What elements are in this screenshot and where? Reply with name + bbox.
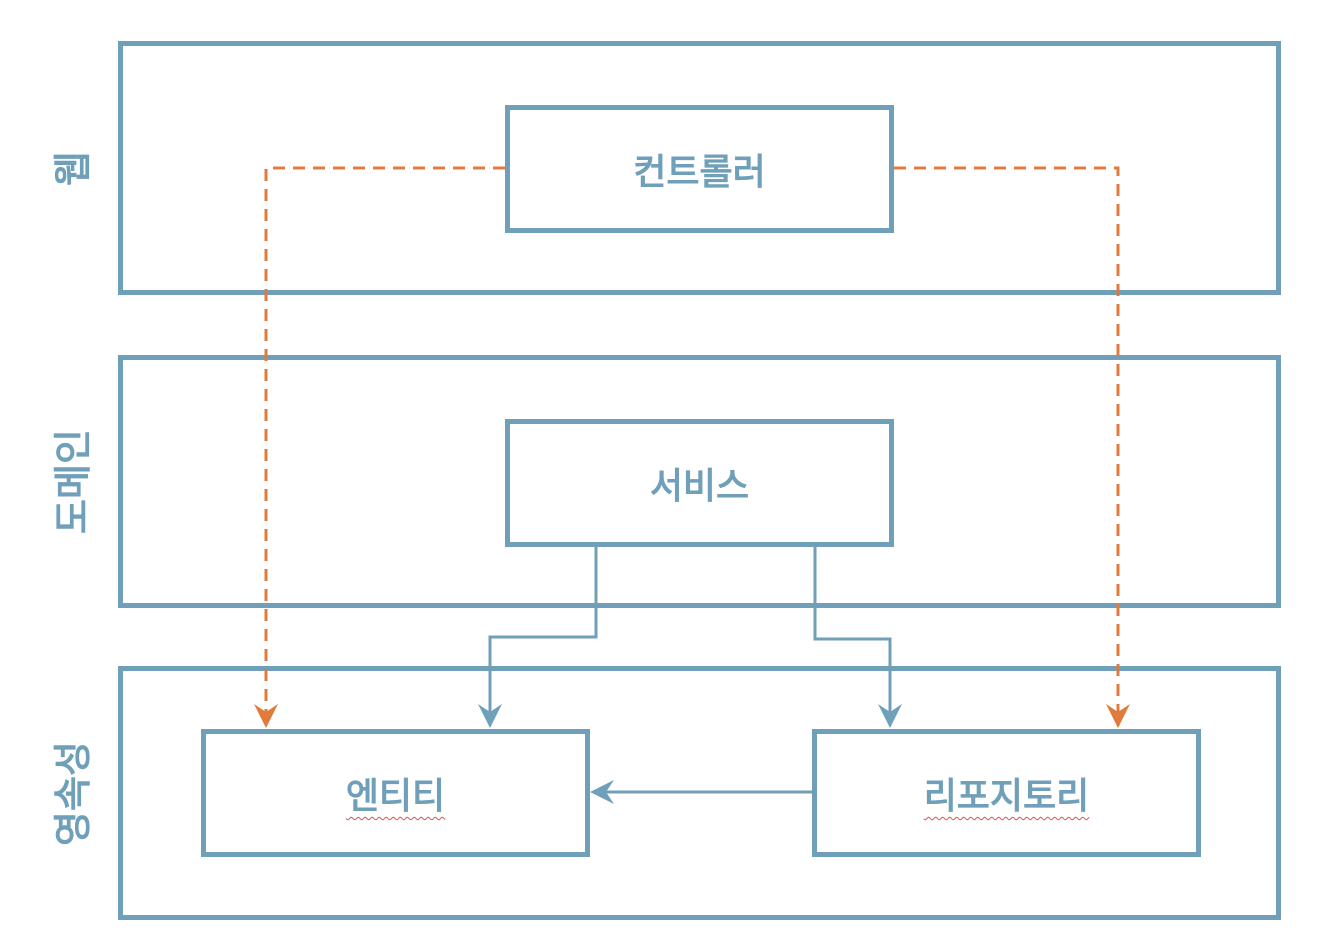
layer-persistence-label-container: 영속성 — [20, 666, 118, 920]
controller-label: 컨트롤러 — [633, 152, 766, 193]
repository-node: 리포지토리 — [812, 729, 1201, 857]
controller-node: 컨트롤러 — [505, 105, 894, 233]
layer-persistence-box — [118, 666, 1281, 920]
layer-domain-box — [118, 355, 1281, 608]
layer-web-label-container: 웹 — [20, 41, 118, 295]
layer-domain-label-container: 도메인 — [20, 355, 118, 608]
layer-web-box — [118, 41, 1281, 295]
service-label: 서비스 — [649, 466, 750, 507]
entity-node: 엔티티 — [201, 729, 590, 857]
layer-web-label: 웹 — [50, 150, 95, 186]
layer-persistence-label: 영속성 — [50, 740, 95, 846]
entity-label: 엔티티 — [345, 776, 446, 817]
layer-domain-label: 도메인 — [50, 429, 95, 534]
service-node: 서비스 — [505, 419, 894, 547]
repository-label: 리포지토리 — [923, 776, 1090, 817]
